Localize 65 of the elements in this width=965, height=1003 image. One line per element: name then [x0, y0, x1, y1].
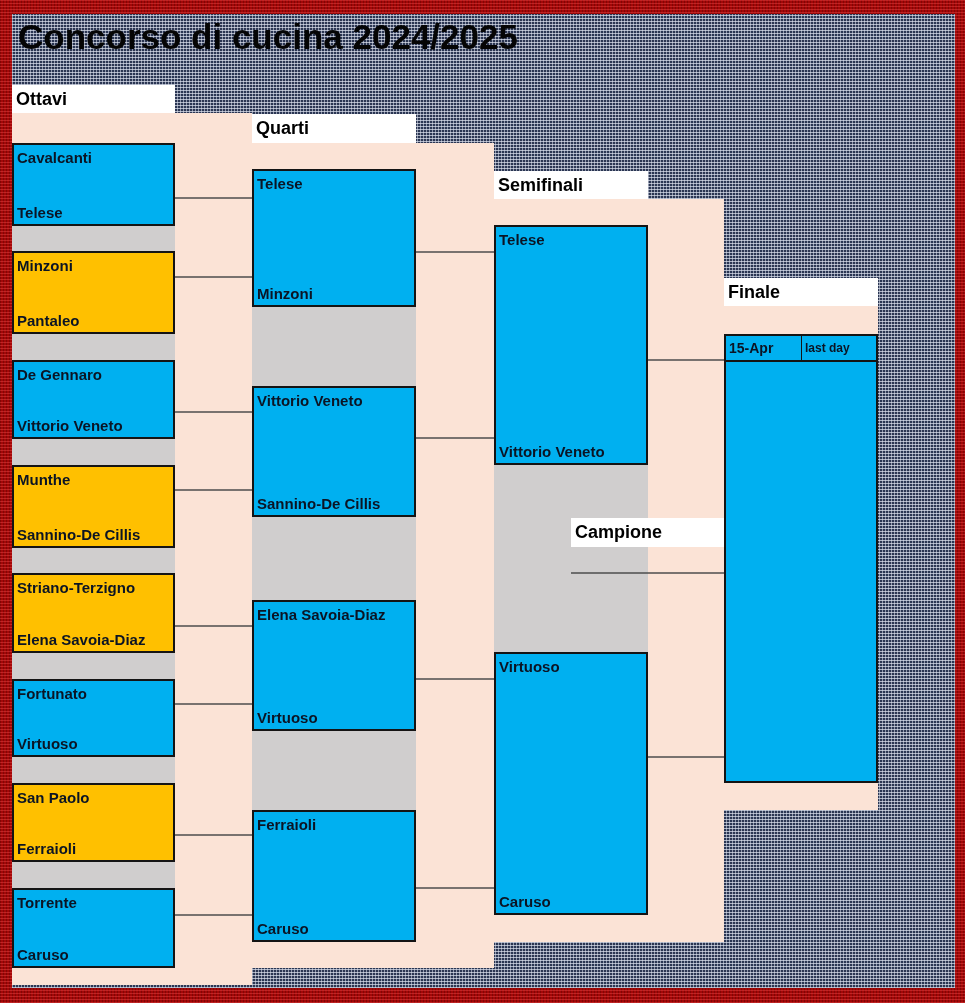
round-heading: Finale — [724, 278, 878, 306]
bracket-line — [174, 411, 253, 413]
team-name: Elena Savoia-Diaz — [257, 605, 386, 624]
match-box — [12, 251, 175, 334]
bracket-line — [174, 489, 253, 491]
round-heading: Ottavi — [12, 85, 175, 113]
match-box — [12, 679, 175, 757]
team-name: Cavalcanti — [17, 148, 93, 167]
bracket-line — [415, 678, 495, 680]
team-name: Vittorio Veneto — [499, 442, 605, 461]
team-name: Caruso — [499, 892, 551, 911]
team-name: Minzoni — [17, 256, 73, 275]
match-box — [494, 225, 648, 465]
match-box — [12, 783, 175, 862]
match-box — [12, 360, 175, 439]
round-heading: Quarti — [252, 114, 416, 143]
bracket-line — [174, 914, 253, 916]
bracket-line — [570, 572, 725, 574]
round-heading: Semifinali — [494, 171, 648, 199]
team-name: Virtuoso — [17, 734, 78, 753]
team-name: Caruso — [17, 945, 69, 964]
team-name: Virtuoso — [257, 708, 318, 727]
bracket-line — [415, 887, 495, 889]
round-heading: Campione — [571, 518, 724, 547]
team-name: Elena Savoia-Diaz — [17, 630, 146, 649]
date-cell: 15-Apr — [726, 336, 802, 360]
match-box — [12, 888, 175, 968]
bracket-line — [174, 834, 253, 836]
bracket-line — [174, 703, 253, 705]
bracket-line — [647, 756, 725, 758]
match-box — [252, 386, 416, 517]
match-box — [12, 573, 175, 653]
match-box — [252, 169, 416, 307]
team-name: Minzoni — [257, 284, 313, 303]
team-name: Vittorio Veneto — [257, 391, 363, 410]
team-name: Torrente — [17, 893, 77, 912]
bracket-line — [647, 359, 725, 361]
team-name: San Paolo — [17, 788, 90, 807]
team-name: Striano-Terzigno — [17, 578, 136, 597]
bracket-line — [415, 437, 495, 439]
team-name: Virtuoso — [499, 657, 560, 676]
match-box — [252, 810, 416, 942]
team-name: Vittorio Veneto — [17, 416, 123, 435]
bracket-line — [415, 251, 495, 253]
final-box — [724, 334, 878, 783]
note-cell-text: last day — [804, 340, 851, 357]
match-box — [494, 652, 648, 915]
team-name: De Gennaro — [17, 365, 103, 384]
bracket-line — [174, 276, 253, 278]
match-box — [12, 465, 175, 548]
match-box — [12, 143, 175, 226]
team-name: Sannino-De Cillis — [257, 494, 381, 513]
bracket-line — [174, 625, 253, 627]
match-box — [252, 600, 416, 731]
bracket-line — [174, 197, 253, 199]
team-name: Fortunato — [17, 684, 87, 703]
team-name: Telese — [499, 230, 545, 249]
team-name: Pantaleo — [17, 311, 80, 330]
team-name: Ferraioli — [17, 839, 77, 858]
team-name: Sannino-De Cillis — [17, 525, 141, 544]
team-name: Munthe — [17, 470, 71, 489]
team-name: Caruso — [257, 919, 309, 938]
team-name: Ferraioli — [257, 815, 317, 834]
team-name: Telese — [257, 174, 303, 193]
team-name: Telese — [17, 203, 63, 222]
